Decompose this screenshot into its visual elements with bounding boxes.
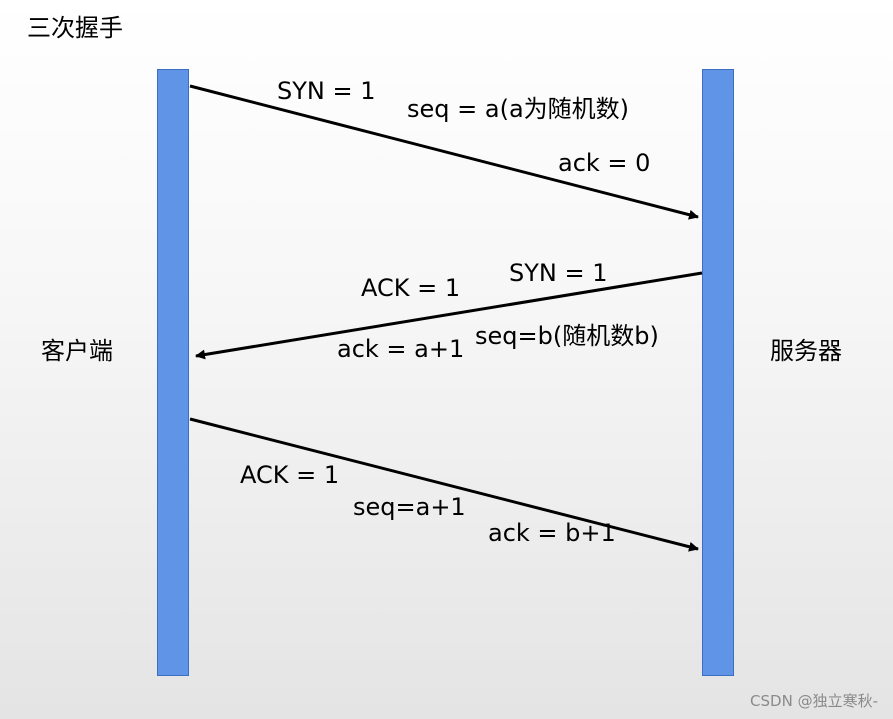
- m2-seq-label: seq=b(随机数b): [475, 322, 659, 350]
- m2-syn-label: SYN = 1: [509, 259, 608, 287]
- client-label: 客户端: [41, 337, 113, 365]
- m2-ack-flag-label: ACK = 1: [361, 274, 461, 302]
- watermark: CSDN @独立寒秋-: [750, 692, 878, 710]
- m2-ack-label: ack = a+1: [337, 335, 465, 363]
- diagram-title: 三次握手: [27, 14, 123, 42]
- server-label: 服务器: [770, 337, 842, 365]
- syn-ack-arrow: [195, 271, 703, 360]
- m1-ack-label: ack = 0: [558, 149, 651, 177]
- ack-arrow: [189, 417, 699, 552]
- m3-seq-label: seq=a+1: [353, 493, 466, 521]
- m1-seq-label: seq = a(a为随机数): [407, 95, 630, 123]
- m1-syn-label: SYN = 1: [277, 77, 376, 105]
- syn-arrow: [189, 84, 699, 220]
- client-lifeline: [157, 69, 189, 676]
- m3-ack-label: ack = b+1: [488, 519, 616, 547]
- server-lifeline: [702, 69, 734, 676]
- m3-ack-flag-label: ACK = 1: [240, 461, 340, 489]
